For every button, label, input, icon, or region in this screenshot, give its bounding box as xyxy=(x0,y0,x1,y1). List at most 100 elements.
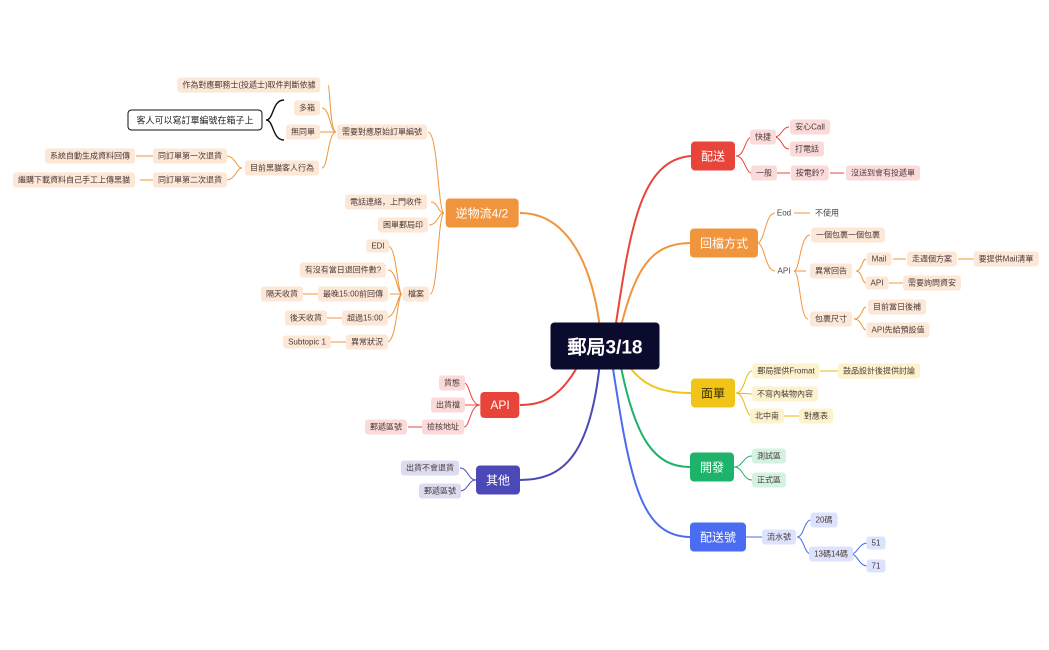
node-over-1500[interactable]: 超過15:00 xyxy=(341,310,389,326)
connector-line xyxy=(733,466,753,481)
node-no-returns[interactable]: 出貨不會退貨 xyxy=(401,460,459,476)
node-second-return[interactable]: 同訂單第二次退貨 xyxy=(153,172,227,188)
connector-line xyxy=(619,242,692,331)
node-71[interactable]: 71 xyxy=(866,559,886,573)
connector-line xyxy=(386,293,403,343)
node-pickup-basis[interactable]: 作為對應郵務士(投遞士)取件判斷依據 xyxy=(177,77,321,93)
connector-line xyxy=(327,84,337,133)
connector-line xyxy=(519,361,601,481)
node-serial[interactable]: 流水號 xyxy=(762,529,796,545)
node-no-contents[interactable]: 不寫內裝物內容 xyxy=(752,386,818,402)
node-doorbell[interactable]: 按電鈴? xyxy=(790,165,830,181)
root-topic[interactable]: 郵局3/18 xyxy=(550,322,660,370)
node-mapping-table[interactable]: 對應表 xyxy=(799,408,833,424)
node-mail-plan[interactable]: 走週個方案 xyxy=(907,251,957,267)
node-api-exception[interactable]: API xyxy=(865,276,889,290)
connector-line xyxy=(850,553,869,567)
connector-line xyxy=(855,258,867,272)
connector-line xyxy=(756,212,776,244)
node-one-by-one[interactable]: 一個包裹一個包裹 xyxy=(811,227,885,243)
node-regions[interactable]: 北中南 xyxy=(750,408,784,424)
node-size-later[interactable]: 目前當日後補 xyxy=(868,299,926,315)
node-eod[interactable]: Eod xyxy=(776,208,792,218)
node-second-return-note[interactable]: 繼購下載資料自己手工上傳黑貓 xyxy=(13,172,135,188)
connector-line xyxy=(773,126,790,138)
node-13-14-digits[interactable]: 13碼14碼 xyxy=(809,546,853,562)
connector-line xyxy=(519,361,581,406)
node-safe-call[interactable]: 安心Call xyxy=(790,119,830,135)
node-infosec[interactable]: 需要詢問資安 xyxy=(903,275,961,291)
connector-line xyxy=(735,392,753,395)
branch-other[interactable]: 其他 xyxy=(475,465,521,495)
connector-line xyxy=(463,382,481,406)
branch-api[interactable]: API xyxy=(480,392,520,418)
connector-line xyxy=(463,404,481,428)
connector-line xyxy=(793,234,811,272)
branch-reverse-logistics[interactable]: 逆物流4/2 xyxy=(445,198,519,228)
connector-line xyxy=(428,212,445,226)
callout-box-note[interactable]: 客人可以寫訂單編號在箱子上 xyxy=(127,109,263,131)
node-original-order-number[interactable]: 需要對應原始訂單編號 xyxy=(337,124,427,140)
node-first-return-note[interactable]: 系統自動生成資料回傳 xyxy=(45,148,135,164)
connector-line xyxy=(225,167,243,181)
node-check-address[interactable]: 檢核地址 xyxy=(422,419,464,435)
branch-reply-method[interactable]: 回檔方式 xyxy=(689,228,759,258)
node-multi-box[interactable]: 多箱 xyxy=(294,100,320,116)
branch-development[interactable]: 開發 xyxy=(689,452,735,482)
node-prod-area[interactable]: 正式區 xyxy=(752,472,786,488)
node-first-return[interactable]: 同訂單第一次退貨 xyxy=(153,148,227,164)
node-eod-note[interactable]: 不使用 xyxy=(815,208,839,218)
node-current-behavior[interactable]: 目前黑貓客人行為 xyxy=(245,160,319,176)
node-mail[interactable]: Mail xyxy=(866,252,892,266)
connector-line xyxy=(429,212,445,295)
node-latest-1500[interactable]: 最晚15:00前回傳 xyxy=(317,286,389,302)
node-day-after[interactable]: 後天收貨 xyxy=(285,310,327,326)
node-post-print[interactable]: 困單郵局印 xyxy=(378,217,428,233)
node-phone-pickup[interactable]: 電話連絡，上門收件 xyxy=(345,194,427,210)
branch-delivery[interactable]: 配送 xyxy=(690,141,736,171)
connector-line xyxy=(853,306,867,320)
node-edi[interactable]: EDI xyxy=(366,239,390,253)
node-shipment-file[interactable]: 出貨檔 xyxy=(431,397,465,413)
connector-line xyxy=(796,519,812,538)
connector-line xyxy=(430,201,445,214)
node-size-default[interactable]: API先給預設值 xyxy=(866,322,930,338)
node-format-note[interactable]: 鼓品設計後提供討論 xyxy=(838,363,920,379)
node-package-size[interactable]: 包裹尺寸 xyxy=(810,311,852,327)
node-no-order[interactable]: 無同單 xyxy=(286,124,320,140)
connector-line xyxy=(735,155,753,174)
connector-line xyxy=(850,542,869,555)
node-20-digits[interactable]: 20碼 xyxy=(810,512,838,528)
node-format[interactable]: 郵局提供Fromat xyxy=(752,363,820,379)
node-postal-code-other[interactable]: 郵遞區號 xyxy=(419,483,461,499)
node-fast[interactable]: 快捷 xyxy=(750,129,776,145)
connector-line xyxy=(611,361,692,538)
connector-line xyxy=(614,155,692,331)
node-normal[interactable]: 一般 xyxy=(751,165,777,181)
node-status[interactable]: 貨態 xyxy=(439,375,465,391)
node-mail-list[interactable]: 要提供Mail清單 xyxy=(973,251,1039,267)
connector-line xyxy=(427,131,445,214)
node-file[interactable]: 檔案 xyxy=(403,286,429,302)
node-next-day[interactable]: 隔天收貨 xyxy=(261,286,303,302)
node-test-area[interactable]: 測試區 xyxy=(752,448,786,464)
node-same-day-count[interactable]: 有沒有當日退回件數? xyxy=(299,262,387,278)
connector-line xyxy=(793,270,809,320)
branch-label-form[interactable]: 面單 xyxy=(690,378,736,408)
node-subtopic[interactable]: Subtopic 1 xyxy=(283,335,331,349)
connector-line xyxy=(735,370,753,394)
connector-line xyxy=(756,242,776,272)
node-api-reply[interactable]: API xyxy=(777,266,791,276)
node-postal-code-api[interactable]: 郵遞區號 xyxy=(365,419,407,435)
connector-line xyxy=(387,245,403,295)
node-exception-report[interactable]: 異常回告 xyxy=(810,263,852,279)
node-phone-call[interactable]: 打電話 xyxy=(790,141,824,157)
branch-tracking-number[interactable]: 配送號 xyxy=(689,522,747,552)
node-abnormal[interactable]: 異常狀況 xyxy=(346,334,388,350)
connector-line xyxy=(733,455,753,468)
node-delivery-slip[interactable]: 沒送到會有投遞單 xyxy=(846,165,920,181)
connector-line xyxy=(225,155,243,169)
connector-line xyxy=(387,269,403,295)
connector-line xyxy=(519,212,601,329)
node-51[interactable]: 51 xyxy=(866,536,886,550)
